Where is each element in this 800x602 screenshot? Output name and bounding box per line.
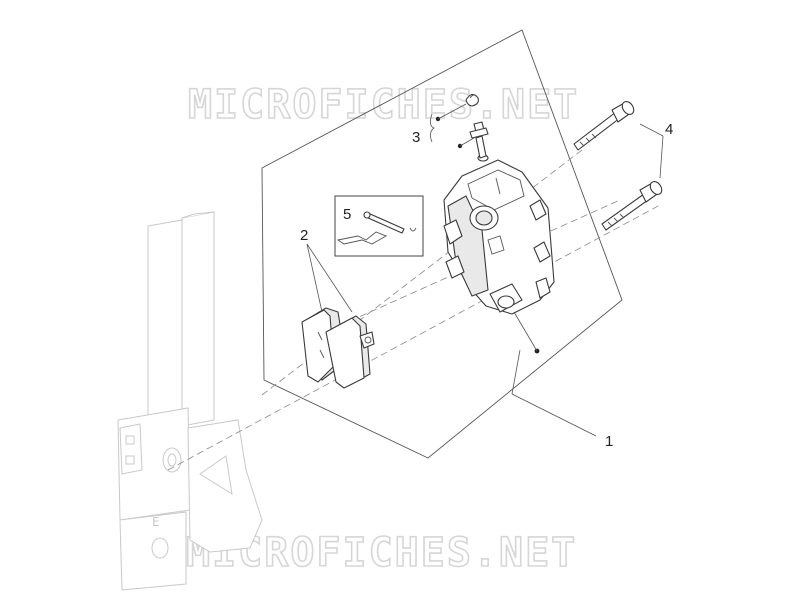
leader-lines [306,123,664,437]
callout-4: 4 [665,121,673,138]
caliper-bolts [573,101,663,231]
fork-leg: E [117,211,263,591]
svg-text:E: E [152,515,160,529]
bleed-valve-assembly [430,93,489,159]
callout-3: 3 [412,129,420,146]
assembly-outline [261,29,623,459]
pin-kit-box [334,195,424,257]
brake-caliper [443,154,555,315]
callout-1: 1 [605,433,613,450]
brake-pads [301,307,375,389]
callout-2: 2 [300,227,308,244]
retaining-clip [409,227,417,232]
callout-5: 5 [343,206,351,223]
watermark-top: MICROFICHES.NET [188,82,579,128]
pad-spring [336,231,388,245]
